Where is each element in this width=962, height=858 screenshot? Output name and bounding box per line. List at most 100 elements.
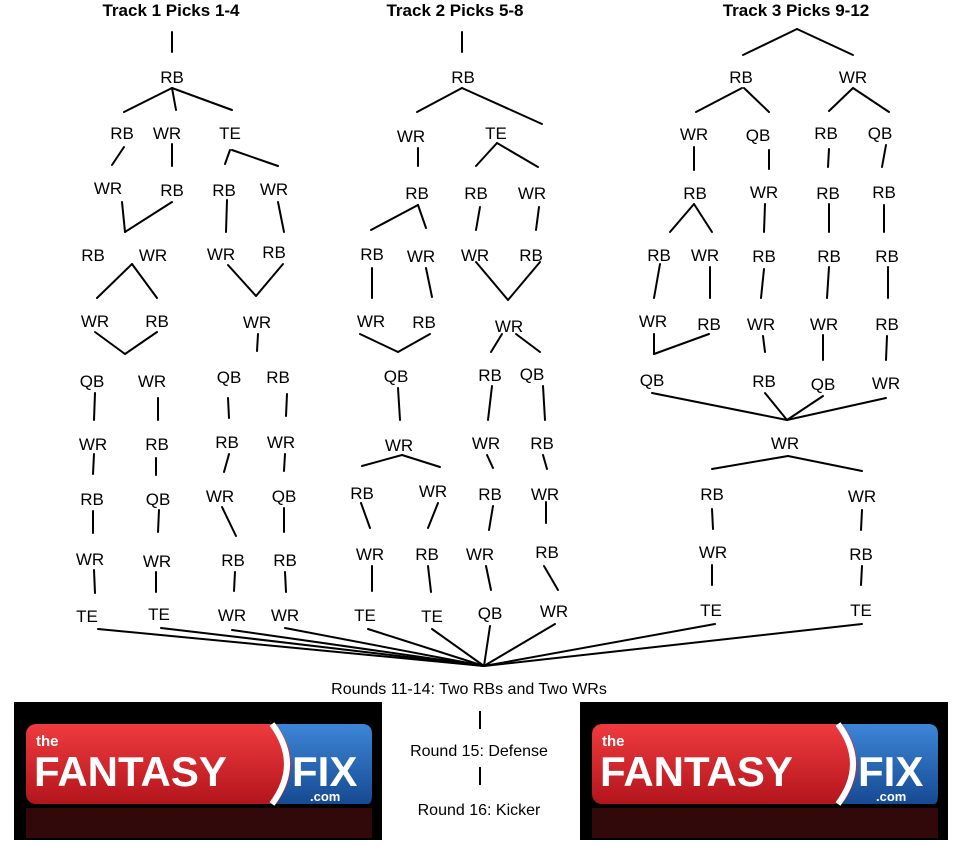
position-node-wr: WR <box>356 545 384 564</box>
connector-line <box>828 87 854 112</box>
connector-line <box>743 87 770 113</box>
connector-line <box>96 263 133 299</box>
position-node-rb: RB <box>160 68 184 87</box>
position-node-wr: WR <box>750 183 778 202</box>
connector-line <box>283 453 286 472</box>
connector-line <box>157 509 160 533</box>
connector-line <box>417 204 427 229</box>
position-node-qb: QB <box>80 372 105 391</box>
logo-fix-text: FIX <box>858 748 923 795</box>
connector-line <box>653 263 661 299</box>
position-node-te: TE <box>485 124 507 143</box>
position-node-wr: WR <box>466 545 494 564</box>
position-node-wr: WR <box>699 543 727 562</box>
connector-line <box>93 392 96 421</box>
position-node-rb: RB <box>849 545 873 564</box>
connector-line <box>475 142 498 167</box>
position-node-te: TE <box>354 606 376 625</box>
connector-line <box>860 565 863 586</box>
position-node-rb: RB <box>464 184 488 203</box>
position-node-rb: RB <box>221 551 245 570</box>
position-node-wr: WR <box>267 433 295 452</box>
position-node-rb: RB <box>697 315 721 334</box>
connector-line <box>669 203 695 233</box>
position-node-wr: WR <box>461 246 489 265</box>
track-3-header: Track 3 Picks 9-12 <box>723 1 870 20</box>
connector-line <box>221 506 237 537</box>
position-node-rb: RB <box>700 485 724 504</box>
position-node-rb: RB <box>80 490 104 509</box>
position-node-rb: RB <box>145 435 169 454</box>
connector-line <box>94 331 126 355</box>
connector-line <box>475 206 481 231</box>
connector-line <box>431 628 485 667</box>
position-node-rb: RB <box>872 183 896 202</box>
position-node-rb: RB <box>273 551 297 570</box>
logo-com-text: .com <box>876 789 906 804</box>
position-node-rb: RB <box>875 315 899 334</box>
position-node-wr: WR <box>218 606 246 625</box>
position-node-rb: RB <box>110 124 134 143</box>
position-node-rb: RB <box>266 368 290 387</box>
position-node-rb: RB <box>875 247 899 266</box>
connector-line <box>416 87 463 113</box>
position-node-qb: QB <box>520 365 545 384</box>
connector-line <box>124 331 158 355</box>
connector-line <box>231 629 485 667</box>
connector-line <box>111 146 125 166</box>
position-node-wr: WR <box>747 315 775 334</box>
position-node-rb: RB <box>350 484 374 503</box>
connector-line <box>370 204 419 231</box>
position-node-wr: WR <box>531 485 559 504</box>
connector-line <box>881 144 887 168</box>
position-node-rb: RB <box>729 68 753 87</box>
connector-line <box>227 264 257 297</box>
draft-strategy-tree: RB RB WR TE WR RB RB WR WR RB QB WR RB WR TE WR RB QB WR TE… <box>76 1 900 698</box>
position-node-qb: QB <box>272 487 297 506</box>
position-node-rb: RB <box>478 366 502 385</box>
round-16-note: Round 16: Kicker <box>418 802 541 819</box>
connector-line <box>124 201 173 233</box>
position-node-wr: WR <box>839 68 867 87</box>
connector-line <box>695 87 743 113</box>
connector-line <box>860 509 863 531</box>
position-node-wr: WR <box>206 487 234 506</box>
position-node-te: TE <box>850 601 872 620</box>
position-node-wr: WR <box>243 313 271 332</box>
connector-line <box>483 623 863 667</box>
position-node-qb: QB <box>868 124 893 143</box>
connector-line <box>427 565 432 593</box>
position-node-wr: WR <box>138 372 166 391</box>
position-node-wr: WR <box>639 312 667 331</box>
position-node-rb: RB <box>752 247 776 266</box>
connector-line <box>485 565 492 591</box>
position-node-rb: RB <box>81 246 105 265</box>
position-node-te: TE <box>148 605 170 624</box>
connector-line <box>121 201 126 233</box>
connector-line <box>515 333 541 353</box>
connector-line <box>542 385 546 421</box>
connector-line <box>786 397 887 421</box>
connector-line <box>711 455 789 470</box>
position-node-wr: WR <box>680 125 708 144</box>
position-node-rb: RB <box>360 245 384 264</box>
connector-line <box>496 142 539 168</box>
connector-line <box>131 263 158 299</box>
logo-the-text: the <box>36 733 59 750</box>
position-node-wr: WR <box>357 312 385 331</box>
position-node-wr: WR <box>872 374 900 393</box>
connector-line <box>486 454 494 469</box>
position-node-wr: WR <box>76 550 104 569</box>
connector-line <box>92 453 95 475</box>
position-node-te: TE <box>219 124 241 143</box>
connector-line <box>359 333 399 353</box>
connector-line <box>123 87 173 113</box>
logo-fantasy-text: FANTASY <box>600 748 793 795</box>
connector-line <box>425 267 433 298</box>
connector-line <box>543 565 559 591</box>
connector-line <box>535 206 540 231</box>
connector-line <box>787 455 863 472</box>
connector-line <box>231 149 279 167</box>
logo-com-text: .com <box>310 789 340 804</box>
connector-line <box>361 454 403 467</box>
